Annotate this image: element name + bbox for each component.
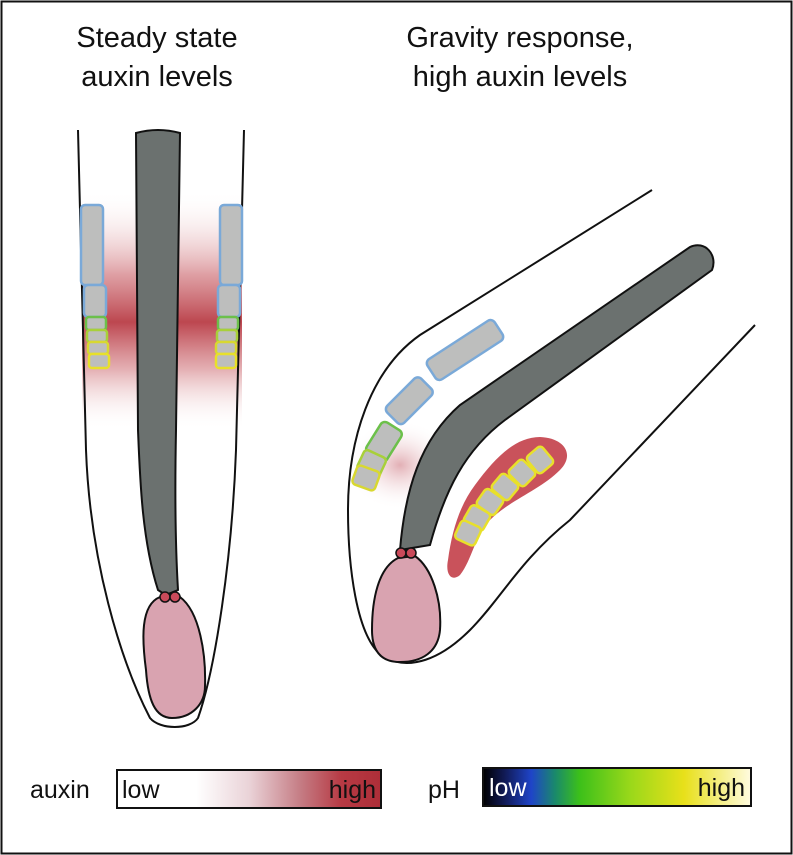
steady-state-root	[77, 129, 245, 728]
right-title-line1: Gravity response,	[406, 22, 633, 54]
epidermal-cell-left-5	[86, 340, 110, 356]
auxin-legend-low: low	[122, 776, 160, 804]
epidermal-cell-right-4	[215, 328, 239, 344]
stele-left	[134, 129, 182, 595]
root-outline-left	[77, 129, 245, 728]
upper-cell-2	[384, 376, 434, 426]
lower-cell-2	[507, 458, 537, 488]
epidermal-cell-left-2	[82, 283, 108, 319]
epidermal-cell-right-3	[216, 315, 240, 332]
upper-cell-1	[425, 318, 505, 382]
gravity-response-root	[345, 189, 756, 664]
ph-legend: pH low high	[428, 767, 752, 807]
epidermal-cell-left-6	[87, 352, 111, 370]
epidermal-cell-left-1	[79, 203, 105, 287]
ph-gradient-bar	[482, 767, 752, 807]
lower-cell-1	[525, 445, 555, 475]
auxin-legend-name: auxin	[30, 776, 90, 804]
auxin-gradient-bar	[116, 769, 382, 809]
stele-right	[398, 244, 715, 552]
auxin-legend-high: high	[329, 776, 376, 804]
quiescent-cell-right-a	[395, 547, 407, 559]
auxin-legend: auxin low high	[30, 769, 382, 809]
epidermal-cell-right-2	[216, 283, 242, 319]
quiescent-cell-right-b	[405, 547, 417, 559]
epidermal-cell-right-5	[214, 340, 238, 356]
epidermal-cell-left-4	[85, 328, 109, 344]
root-cap-left	[142, 596, 207, 720]
ph-legend-low: low	[489, 774, 527, 802]
lower-cell-6	[453, 519, 483, 547]
right-title-line2: high auxin levels	[413, 61, 627, 93]
epidermal-cell-right-6	[214, 352, 238, 370]
ph-legend-name: pH	[428, 776, 460, 804]
quiescent-cell-left-b	[169, 591, 181, 603]
root-cap-right	[370, 554, 442, 664]
left-title-line1: Steady state	[76, 22, 237, 54]
ph-legend-high: high	[698, 774, 745, 802]
left-title-line2: auxin levels	[81, 61, 233, 93]
upper-cell-5	[351, 464, 381, 492]
quiescent-cell-left-a	[159, 591, 171, 603]
epidermal-cell-right-1	[218, 203, 244, 287]
epidermal-cell-left-3	[84, 315, 108, 332]
